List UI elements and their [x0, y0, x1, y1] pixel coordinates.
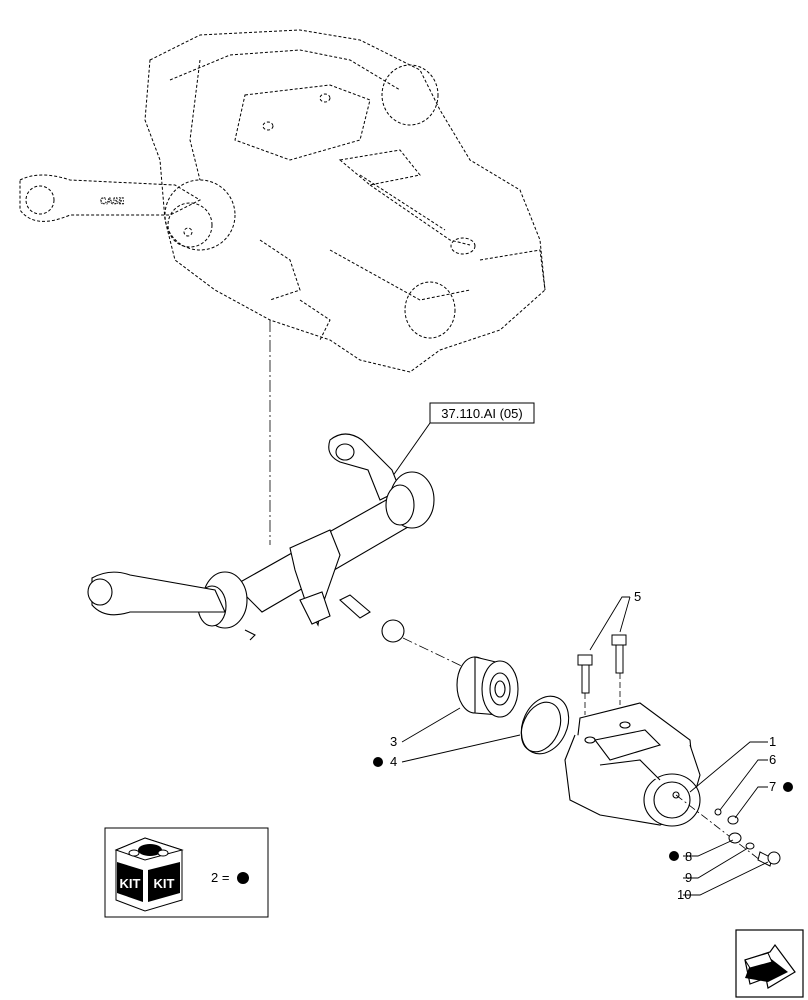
callout-9: 9	[685, 870, 692, 885]
housing-brand-mark: CASE	[100, 196, 125, 207]
callout-10: 10	[677, 887, 691, 902]
reference-label: 37.110.AI (05)	[441, 406, 522, 421]
small-parts	[714, 808, 781, 867]
bolt-alignment-lines	[584, 673, 621, 715]
part-4-ring	[520, 695, 570, 755]
callout-4: 4	[390, 754, 397, 769]
kit-bullet-icon	[373, 757, 383, 767]
part-1-cylinder-housing	[564, 702, 701, 827]
callout-1: 1	[769, 734, 776, 749]
part-7-oring	[727, 815, 739, 825]
part-6-seal	[714, 808, 722, 816]
reference-box[interactable]: 37.110.AI (05)	[429, 402, 535, 424]
callout-8: 8	[685, 849, 692, 864]
ball-alignment-line	[402, 637, 471, 671]
kit-bullet-icon	[783, 782, 793, 792]
svg-text:CASE: CASE	[100, 196, 125, 206]
kit-legend: KIT KIT 2 =	[104, 827, 269, 918]
kit-box-icon: KIT KIT	[114, 837, 184, 912]
callout-7: 7	[769, 779, 776, 794]
navigate-next-icon[interactable]	[735, 929, 804, 998]
callout-5: 5	[634, 589, 641, 604]
kit-bullet-icon	[669, 851, 679, 861]
reference-leader	[389, 422, 431, 481]
part-5-bolts	[577, 634, 627, 694]
kit-label-left: KIT	[120, 876, 141, 891]
part-3-roller	[456, 656, 519, 718]
kit-label-right: KIT	[154, 876, 175, 891]
rear-axle-housing-outline	[19, 29, 546, 373]
part-10-screw	[757, 851, 781, 867]
lift-arm-assembly	[87, 433, 435, 643]
kit-bullet-icon	[237, 872, 249, 884]
kit-equation: 2 =	[211, 870, 229, 885]
callout-6: 6	[769, 752, 776, 767]
leader-lines	[401, 596, 769, 896]
part-9-ring	[745, 842, 755, 850]
callout-3: 3	[390, 734, 397, 749]
cylinder-axis-line	[675, 794, 761, 861]
